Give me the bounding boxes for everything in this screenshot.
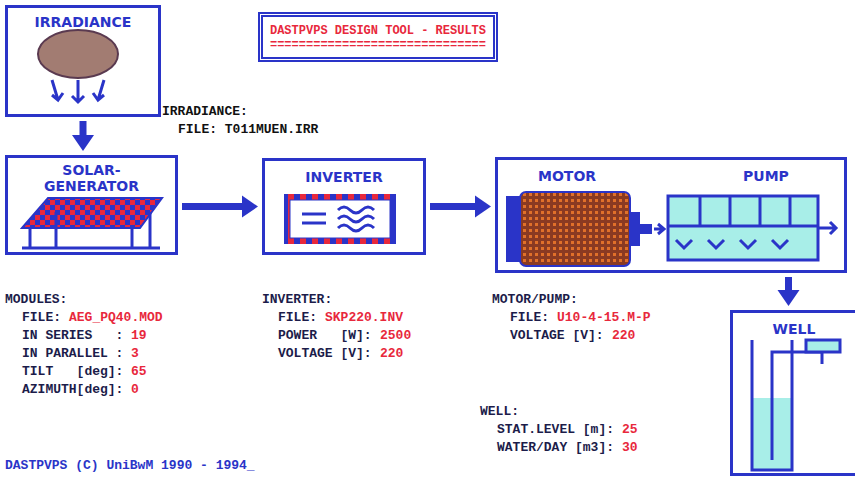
value-text: 19 [131,328,147,343]
well-symbol [752,340,840,470]
field-label: IRRADIANCE: [162,104,248,119]
flow-arrow [72,121,94,151]
arrow-shaft [80,121,87,137]
motor-pump-box: MOTOR PUMP [495,157,847,273]
box-title: INVERTER [265,169,423,185]
copyright-note: DASTPVPS (C) UniBwM 1990 - 1994_ [5,458,255,473]
pump-symbol [668,196,836,260]
solar-panel-symbol [22,198,162,248]
value-text: 220 [612,328,635,343]
flow-arrow [430,196,491,218]
arrow-head [475,196,491,218]
value-text: 0 [131,382,139,397]
flow-arrow [182,196,258,218]
arrow-head [778,290,800,306]
solar-generator-box: SOLAR- GENERATOR [5,155,178,255]
field-label: FILE: [278,310,317,325]
box-title: WELL [733,321,855,337]
value-text: 2500 [380,328,411,343]
inverter-box: INVERTER [262,158,426,255]
arrow-shaft [182,203,244,210]
field-label: IN PARALLEL : [22,346,123,361]
field-label: INVERTER: [262,292,332,307]
field-label: IN SERIES : [22,328,123,343]
arrow-shaft [785,277,792,292]
field-label: FILE: [510,310,549,325]
field-label: TILT [deg]: [22,364,123,379]
title-text: ============================== [263,37,493,53]
motor-symbol [506,192,664,266]
value-text: 3 [131,346,139,361]
inverter-symbol [284,194,396,244]
flow-arrow [778,277,800,306]
arrow-shaft [430,203,477,210]
field-label: AZIMUTH[deg]: [22,382,123,397]
field-label: MOTOR/PUMP: [492,292,578,307]
arrow-head [72,135,94,151]
value-text: U10-4-15.M-P [557,310,651,325]
box-title: PUMP [743,168,789,184]
value-text: AEG_PQ40.MOD [69,310,163,325]
box-title: SOLAR- GENERATOR [37,162,147,194]
title-box: DASTPVPS DESIGN TOOL - RESULTS==========… [258,12,498,62]
field-label: POWER [W]: [278,328,372,343]
irradiance-box: IRRADIANCE [5,5,161,117]
field-label: VOLTAGE [V]: [278,346,372,361]
field-label: VOLTAGE [V]: [510,328,604,343]
value-text: 65 [131,364,147,379]
field-label: FILE: [22,310,61,325]
value-text: 30 [622,440,638,455]
field-label: WATER/DAY [m3]: [497,440,614,455]
box-title: IRRADIANCE [8,14,158,30]
value-text: 25 [622,422,638,437]
field-label: STAT.LEVEL [m]: [497,422,614,437]
title-text: DASTPVPS DESIGN TOOL - RESULTS [263,23,493,39]
field-label: WELL: [480,404,519,419]
field-label: FILE: T011MUEN.IRR [178,122,318,137]
irradiance-symbol [38,30,118,102]
box-title: MOTOR [538,168,596,184]
value-text: 220 [380,346,403,361]
well-box: WELL [730,310,855,476]
field-label: MODULES: [5,292,67,307]
value-text: SKP220.INV [325,310,403,325]
arrow-head [242,196,258,218]
